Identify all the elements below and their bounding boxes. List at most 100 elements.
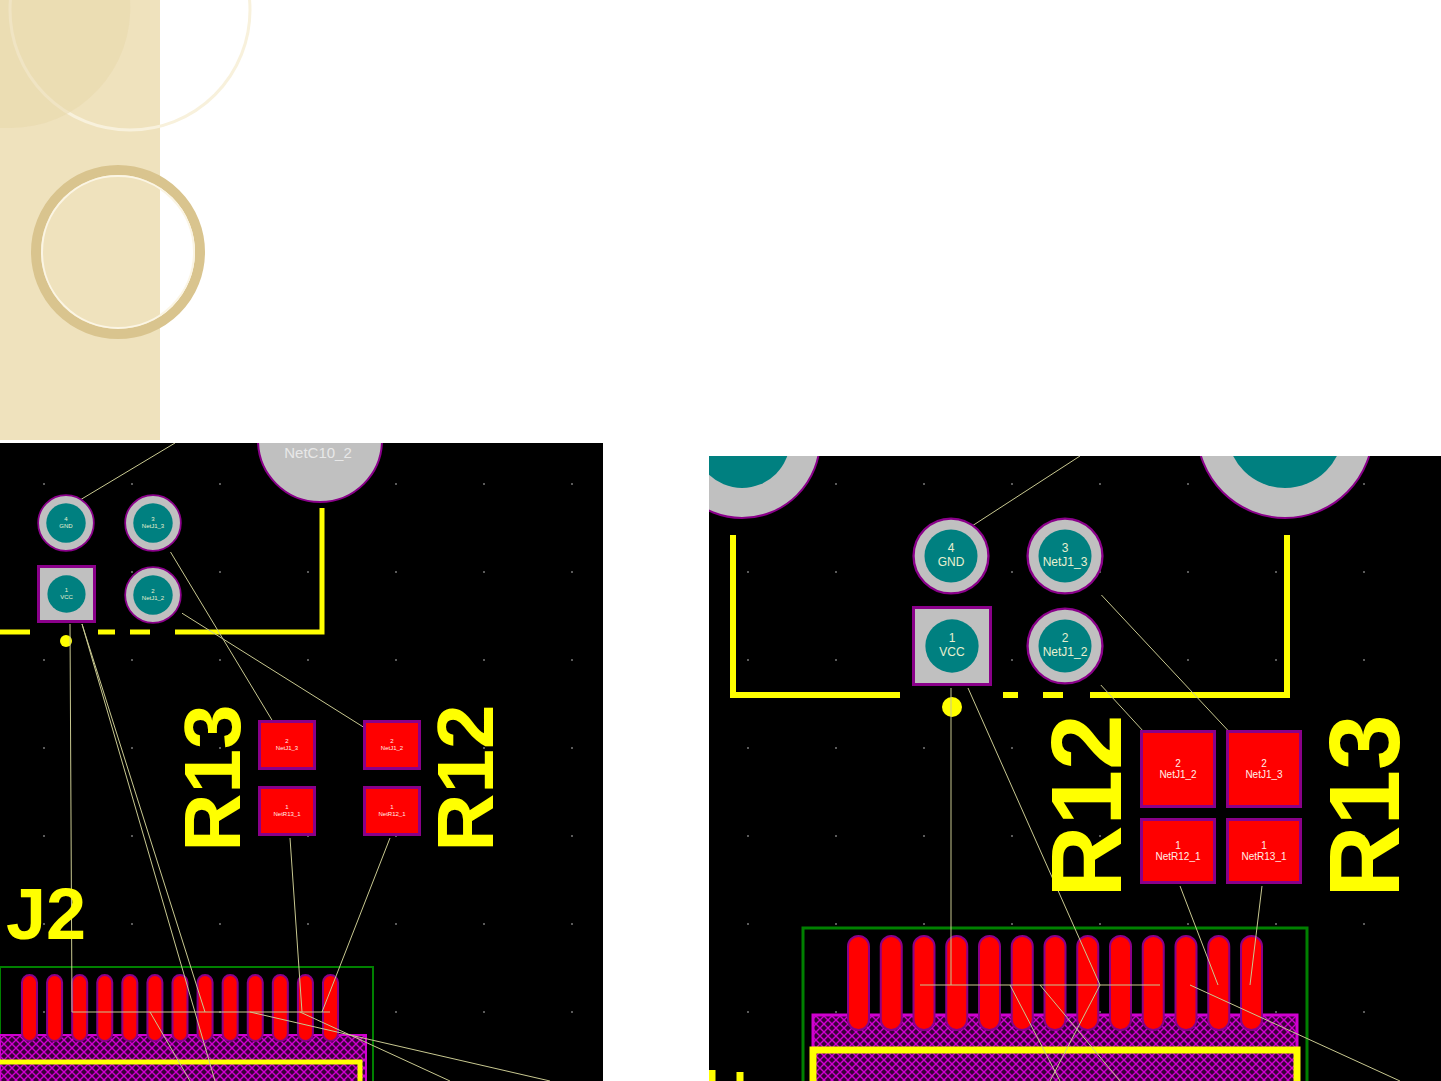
connector-pad: [248, 975, 263, 1041]
designator: R12: [1036, 714, 1136, 897]
net-name: GND: [938, 556, 965, 570]
ratsnest-line: [80, 443, 175, 500]
through-hole-pad: 4GND: [37, 494, 95, 552]
ratsnest-line: [1190, 985, 1400, 1081]
pad-drill: [925, 619, 978, 672]
pad-drill: [133, 575, 172, 614]
ratsnest: [70, 443, 550, 1081]
pin-number: 2: [390, 738, 393, 745]
connector-pad: [1208, 936, 1229, 1030]
mounting-hole: [709, 456, 820, 518]
silkscreen-outline: [813, 1050, 1297, 1081]
smd-pad: 1NetR12_1: [363, 786, 421, 836]
smd-pad: 2NetJ1_2: [363, 720, 421, 770]
connector-pad: [72, 975, 87, 1041]
through-hole-pad: 2NetJ1_2: [1026, 607, 1104, 685]
pin1-dot: [942, 697, 962, 717]
connector-pad: [946, 936, 967, 1030]
ratsnest-line: [1050, 985, 1100, 1081]
connector-pad: [1012, 936, 1033, 1030]
connector-pad: [122, 975, 137, 1041]
ratsnest-line: [972, 456, 1080, 526]
connector-pad: [273, 975, 288, 1041]
smd-pad: 2NetJ1_2: [1140, 730, 1216, 808]
grid-dots: [709, 456, 1441, 1081]
designator: R13: [173, 705, 253, 852]
board-ground: [709, 456, 1441, 1081]
pad-ring: [1028, 519, 1103, 594]
net-name: NetR13_1: [273, 811, 300, 818]
designator: R12: [426, 705, 506, 852]
pad-ring: [125, 495, 181, 551]
mounting-hole-drill: [709, 456, 790, 488]
deco-ring: [36, 170, 200, 334]
pad-drill: [924, 529, 977, 582]
silkscreen-outline: [733, 535, 1287, 695]
board-ground: [0, 443, 603, 1081]
net-name: NetR13_1: [1241, 851, 1286, 863]
deco-shade: [0, 0, 130, 128]
mounting-hole: [1197, 456, 1373, 518]
courtyard: [803, 928, 1307, 1081]
grid-dots: [0, 443, 603, 1081]
pcb-view-right: [709, 456, 1441, 1081]
connector-pads: [22, 975, 338, 1041]
connector-pad: [914, 936, 935, 1030]
ratsnest-line: [70, 624, 72, 1012]
mounting-hole-drill: [1227, 456, 1343, 488]
connector-pad: [1143, 936, 1164, 1030]
silkscreen-outline: [0, 1062, 360, 1081]
pad-drill: [47, 575, 85, 612]
smd-pad: 1NetR13_1: [258, 786, 316, 836]
pad-drill: [46, 503, 85, 542]
pad-ring: [914, 519, 989, 594]
net-name: NetJ1_2: [381, 745, 403, 752]
pin-number: 2: [151, 588, 154, 595]
designator: J2: [6, 878, 86, 950]
ratsnest-line: [300, 1012, 450, 1081]
pin-number: 3: [151, 516, 154, 523]
net-name: NetJ1_2: [1043, 646, 1088, 660]
connector-pad: [1045, 936, 1066, 1030]
net-name: NetR12_1: [378, 811, 405, 818]
pad-ring: [125, 567, 181, 623]
square-pad: 1VCC: [37, 565, 96, 623]
pin-number: 1: [949, 632, 956, 646]
pin-number: 4: [948, 542, 955, 556]
pad-drill: [1038, 529, 1091, 582]
connector-pad: [47, 975, 62, 1041]
ratsnest-line: [951, 688, 952, 985]
ratsnest-connection: [1101, 595, 1227, 730]
connector-pad: [1241, 936, 1262, 1030]
pin-number: 1: [390, 804, 393, 811]
pin-number: 1: [65, 587, 68, 594]
pad-drill: [1038, 619, 1091, 672]
ratsnest-line: [1250, 886, 1262, 985]
pin-number: 2: [285, 738, 288, 745]
connector-pad: [881, 936, 902, 1030]
mounting-hole: [258, 443, 382, 502]
net-name: NetJ1_2: [1159, 769, 1196, 781]
ratsnest-line: [290, 838, 302, 1012]
net-name: NetJ1_3: [276, 745, 298, 752]
connector-pad: [97, 975, 112, 1041]
pin-number: 3: [1062, 542, 1069, 556]
beige-strip: [0, 0, 160, 440]
through-hole-pad: 3NetJ1_3: [1026, 517, 1104, 595]
connector-pad: [323, 975, 338, 1041]
ratsnest-connection: [171, 552, 272, 720]
connector-pads: [848, 936, 1262, 1030]
connector-pad: [1077, 936, 1098, 1030]
pin-number: 4: [64, 516, 67, 523]
pad-drill: [133, 503, 172, 542]
pin-number: 1: [1175, 840, 1181, 852]
net-name: NetC10_2: [284, 445, 352, 460]
net-name: NetJ1_3: [142, 523, 164, 530]
ratsnest-line: [150, 1012, 190, 1081]
net-name: GND: [59, 523, 72, 530]
pin-number: 1: [285, 804, 288, 811]
connector-pad: [848, 936, 869, 1030]
ratsnest-line: [322, 838, 390, 1012]
